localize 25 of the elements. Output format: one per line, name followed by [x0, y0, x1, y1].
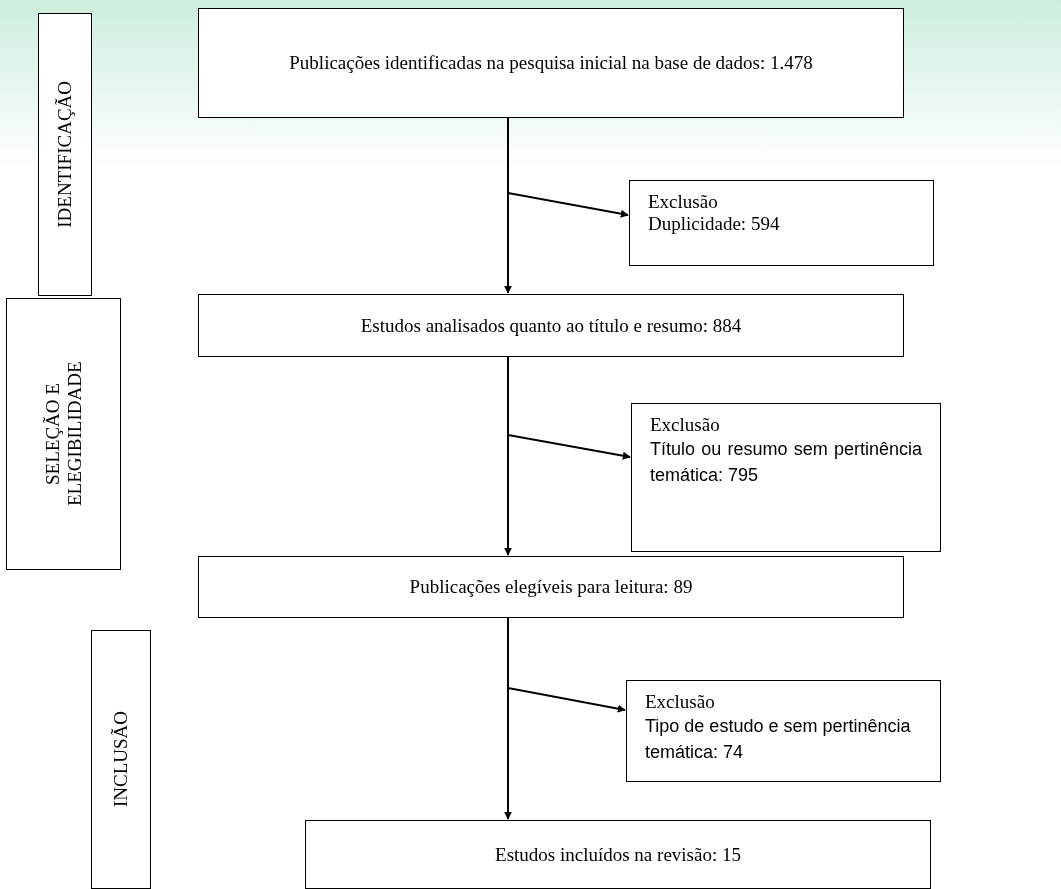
exclusion-box	[629, 180, 934, 266]
stage-label: IDENTIFICAÇÃO	[54, 81, 76, 228]
box-heading: Exclusão	[645, 691, 716, 713]
stage-label-box	[6, 298, 121, 570]
exclusion-box	[631, 403, 941, 552]
box-text: Estudos analisados quanto ao título e resumo: 884	[360, 314, 742, 337]
box-heading: Exclusão	[648, 191, 719, 213]
box-text: Publicações identificadas na pesquisa inicial na base de dados: 1.478	[289, 52, 813, 74]
box-text: Tipo de estudo e sem pertinência temática: 74	[645, 715, 912, 765]
stage-label: SELEÇÃO E ELEGIBILIDADE	[41, 360, 86, 509]
box-text: Duplicidade: 594	[648, 213, 781, 235]
stage-label-box	[91, 630, 151, 889]
arrow	[507, 617, 626, 713]
process-box	[198, 556, 904, 618]
box-text: Título ou resumo sem pertinência temática: 795	[650, 438, 922, 488]
exclusion-box	[626, 680, 941, 782]
stage-label-box	[38, 13, 92, 296]
process-box	[305, 820, 931, 889]
stage-label: INCLUSÃO	[110, 711, 132, 808]
box-text: Estudos incluídos na revisão: 15	[495, 843, 741, 866]
box-heading: Exclusão	[650, 414, 721, 436]
process-box	[198, 294, 904, 357]
box-text: Publicações elegíveis para leitura: 89	[409, 576, 693, 598]
process-box	[198, 8, 904, 118]
arrow	[507, 356, 631, 460]
